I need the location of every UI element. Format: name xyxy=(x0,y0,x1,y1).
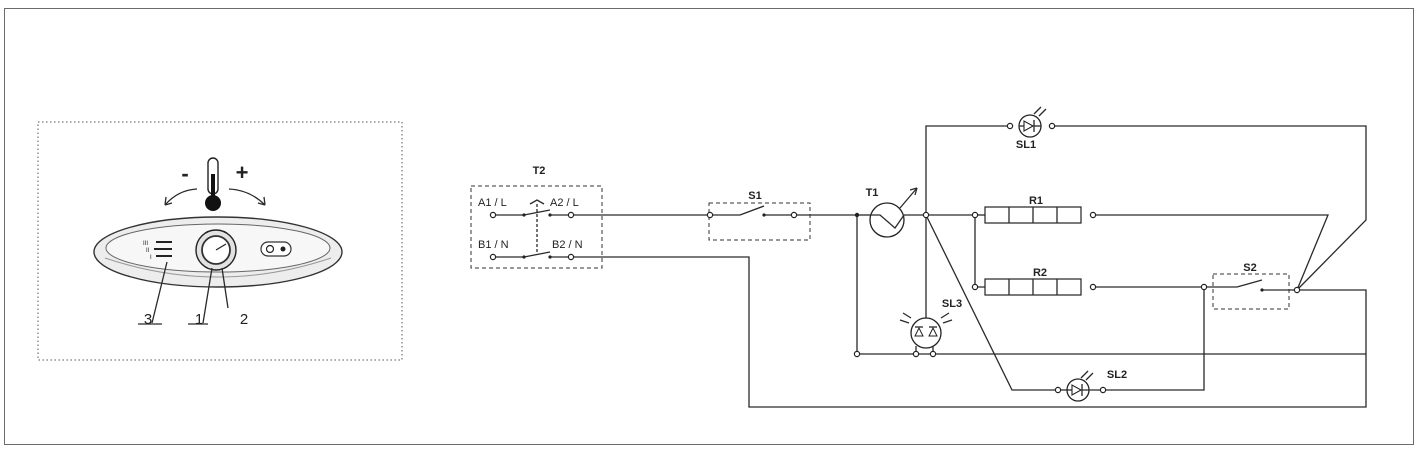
temperature-knob[interactable] xyxy=(195,229,237,271)
mode-mark-3: III xyxy=(143,241,148,247)
callout-1: 1 xyxy=(195,311,203,328)
indicator-lamp-sl3 xyxy=(853,312,953,358)
label-t2: T2 xyxy=(533,165,546,177)
label-sl2: SL2 xyxy=(1107,369,1127,381)
panel-dotted-border xyxy=(37,121,403,361)
label-t1: T1 xyxy=(866,187,879,199)
circuit-schematic: T2 A1 / L A2 / L B1 / N B2 / N xyxy=(470,106,1367,408)
thermometer-icon xyxy=(205,157,221,211)
callout-2: 2 xyxy=(240,311,248,328)
wires xyxy=(574,125,1367,408)
label-r1: R1 xyxy=(1029,195,1043,207)
callout-3: 3 xyxy=(144,311,152,328)
minus-sign: - xyxy=(181,161,188,186)
label-sl3: SL3 xyxy=(942,298,962,310)
label-r2: R2 xyxy=(1033,267,1047,279)
switch-s1 xyxy=(706,202,811,241)
switch-s2 xyxy=(1200,273,1301,310)
mode-mark-1: I xyxy=(150,255,152,261)
mode-indicator-bars: III II I xyxy=(143,241,172,261)
label-b1-n: B1 / N xyxy=(478,239,509,251)
label-s1: S1 xyxy=(748,190,761,202)
label-a2-l: A2 / L xyxy=(550,197,579,209)
thermostat-t1 xyxy=(854,187,930,238)
label-sl1: SL1 xyxy=(1016,139,1036,151)
callout-leaders xyxy=(138,261,229,325)
label-s2: S2 xyxy=(1243,262,1256,274)
indicator-lights xyxy=(260,241,292,257)
mode-mark-2: II xyxy=(146,248,150,254)
indicator-lamp-sl2 xyxy=(1054,370,1107,402)
label-a1-l: A1 / L xyxy=(478,197,507,209)
plus-sign: + xyxy=(236,160,249,185)
label-b2-n: B2 / N xyxy=(552,239,583,251)
arrow-decrease-icon xyxy=(164,188,198,206)
resistor-r1 xyxy=(971,206,1097,224)
arrow-increase-icon xyxy=(228,188,266,206)
indicator-lamp-sl1 xyxy=(1006,106,1056,138)
switch-t2 xyxy=(470,185,603,269)
resistor-r2 xyxy=(971,278,1097,296)
control-panel-illustration: - + III II I xyxy=(37,121,403,361)
